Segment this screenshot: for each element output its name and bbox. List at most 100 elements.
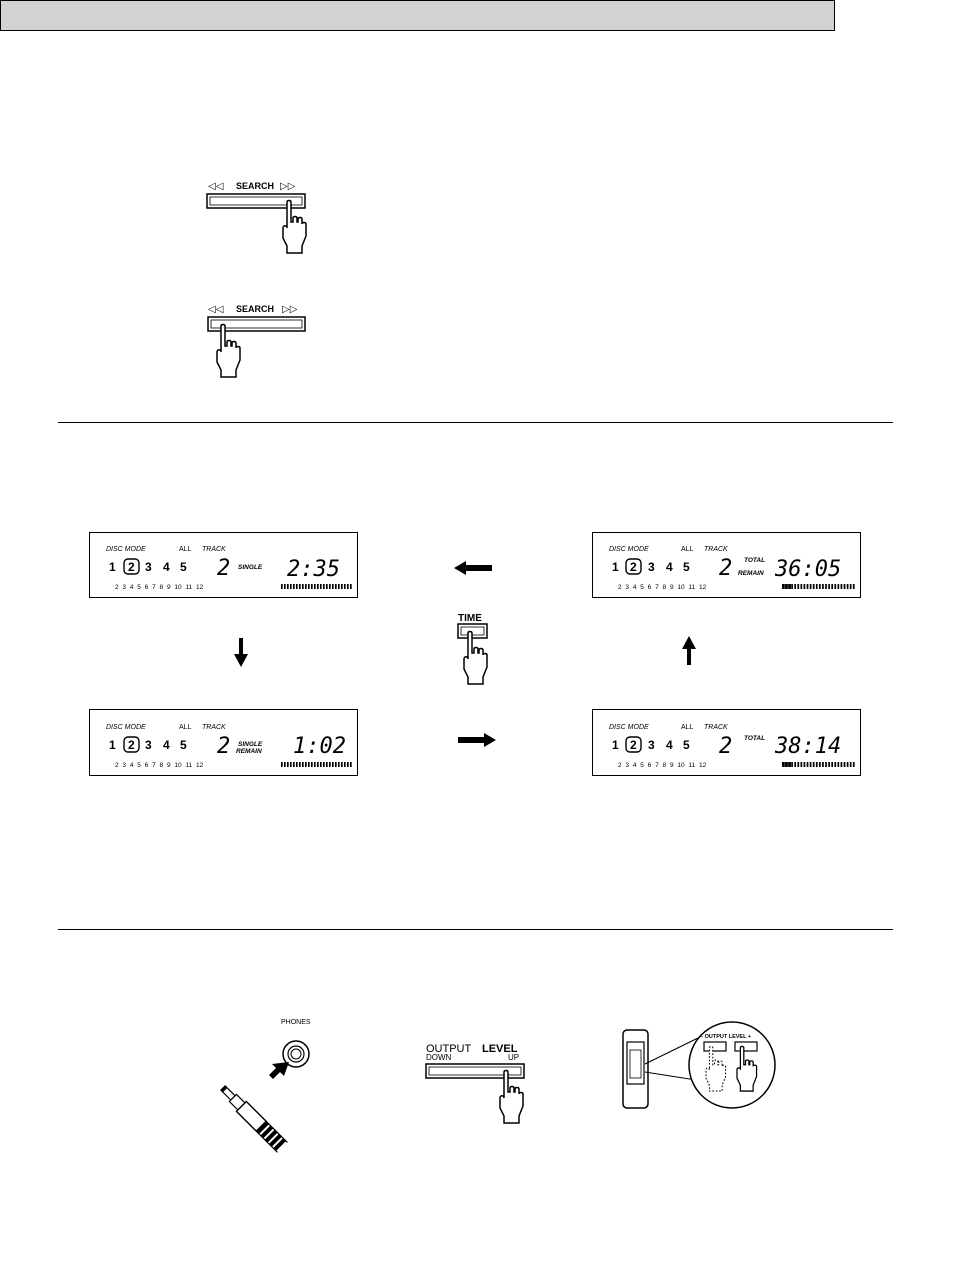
level-bar-segment: [831, 762, 834, 767]
mode-label-2: REMAIN: [236, 748, 262, 755]
track-number: 2: [719, 734, 732, 759]
level-bar-segment: [323, 584, 325, 589]
level-bar-segment: [344, 762, 346, 767]
search-left-arrows: ◁◁: [208, 304, 224, 315]
level-bar-segment: [834, 762, 837, 767]
arrow-diagonal-icon: [269, 1062, 289, 1079]
level-bar-segment: [831, 584, 834, 589]
level-bar-segment: [794, 762, 797, 767]
level-bar: [281, 584, 352, 589]
track-number-row: 2 3 4 5 6 7 8 9 10 11 12: [618, 584, 707, 591]
arrow-down-icon: [234, 638, 248, 667]
disc-5: 5: [683, 738, 690, 752]
phones-label: PHONES: [281, 1019, 311, 1026]
disc-select-ring: [123, 736, 140, 753]
level-bar-segment: [828, 762, 830, 767]
level-bar-segment: [287, 584, 289, 589]
search-forward-illustration: ◁◁ SEARCH ▷▷: [206, 181, 307, 254]
section-divider-1: [58, 422, 893, 423]
disc-2: 2: [128, 738, 135, 752]
track-label: TRACK: [704, 546, 728, 553]
track-number: 2: [217, 556, 230, 581]
level-bar-segment: [852, 762, 855, 767]
disc-4: 4: [666, 560, 673, 574]
output-label: OUTPUT: [426, 1043, 472, 1055]
headphone-plug-icon: [220, 1085, 288, 1153]
arrow-up-icon: [682, 636, 696, 665]
level-bar-segment: [794, 584, 797, 589]
level-bar-segment: [335, 762, 337, 767]
level-bar-segment: [299, 584, 301, 589]
level-bar-segment: [335, 584, 337, 589]
level-bar-segment: [305, 762, 307, 767]
mode-label-1: SINGLE: [238, 564, 263, 571]
search-button[interactable]: [207, 316, 306, 332]
output-level-illustration: OUTPUT LEVEL DOWN UP: [425, 1043, 525, 1124]
down-label: DOWN: [426, 1053, 452, 1062]
level-bar-segment: [797, 584, 800, 589]
level-bar-segment: [290, 584, 292, 589]
disc-mode-label: DISC MODE: [609, 546, 649, 553]
disc-4: 4: [666, 738, 673, 752]
track-label: TRACK: [704, 724, 728, 731]
search-right-arrows: ▷▷: [280, 181, 296, 192]
time-button-illustration: TIME: [457, 613, 488, 685]
disc-mode-label: DISC MODE: [609, 724, 649, 731]
level-bar-segment: [284, 762, 286, 767]
output-level-button[interactable]: [425, 1063, 525, 1079]
level-bar-segment: [806, 762, 809, 767]
level-bar-segment: [341, 584, 343, 589]
level-bar-segment: [803, 584, 806, 589]
level-bar-segment: [287, 762, 289, 767]
disc-1: 1: [109, 738, 116, 752]
level-bar-segment: [819, 584, 821, 589]
search-button[interactable]: [206, 193, 306, 209]
track-number: 2: [217, 734, 230, 759]
hand-pointer-icon: [216, 323, 241, 378]
all-label: ALL: [179, 546, 192, 553]
time-button-label: TIME: [458, 613, 482, 624]
disc-2: 2: [630, 738, 637, 752]
level-bar-segment: [782, 584, 785, 589]
level-bar-segment: [791, 762, 793, 767]
arrow-left-icon: [454, 561, 492, 575]
level-bar-segment: [281, 584, 283, 589]
level-bar-segment: [320, 584, 322, 589]
disc-mode-label: DISC MODE: [106, 546, 146, 553]
level-bar-segment: [284, 584, 286, 589]
level-bar-segment: [828, 584, 830, 589]
remote-level-down-button[interactable]: [703, 1041, 727, 1052]
level-bar-segment: [344, 584, 346, 589]
level-bar-segment: [347, 584, 349, 589]
level-bar: [782, 762, 855, 767]
level-bar-segment: [806, 584, 809, 589]
level-bar-segment: [846, 584, 849, 589]
search-label: SEARCH: [236, 304, 274, 314]
level-bar-segment: [308, 584, 310, 589]
level-bar-segment: [800, 762, 803, 767]
level-bar-segment: [281, 762, 283, 767]
mode-label-1: SINGLE: [238, 741, 263, 748]
disc-select-ring: [625, 736, 642, 753]
time-readout: 1:02: [293, 734, 346, 759]
disc-4: 4: [163, 560, 170, 574]
disc-5: 5: [180, 738, 187, 752]
level-bar-segment: [800, 584, 803, 589]
disc-mode-label: DISC MODE: [106, 724, 146, 731]
level-bar-segment: [305, 584, 307, 589]
level-bar-segment: [840, 762, 843, 767]
level-bar-segment: [332, 762, 334, 767]
remote-level-up-button[interactable]: [734, 1041, 758, 1052]
level-bar-segment: [788, 762, 791, 767]
phones-jack-illustration: PHONES: [220, 1019, 311, 1153]
level-bar: [782, 584, 855, 589]
level-bar-segment: [834, 584, 837, 589]
disc-1: 1: [612, 560, 619, 574]
disc-2: 2: [128, 560, 135, 574]
display-panel-total: DISC MODE ALL TRACK 1 2 3 4 5 2 TOTAL 38…: [592, 709, 861, 776]
level-bar-segment: [308, 762, 310, 767]
disc-4: 4: [163, 738, 170, 752]
arrow-right-icon: [458, 733, 496, 747]
disc-3: 3: [648, 560, 655, 574]
all-label: ALL: [681, 724, 694, 731]
